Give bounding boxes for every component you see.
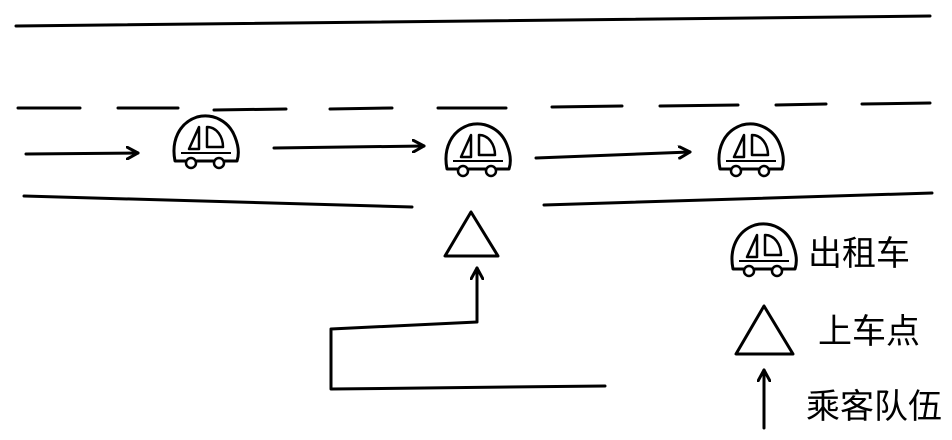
car-icon [730, 222, 798, 278]
triangle-icon [443, 210, 500, 258]
legend-pickup-label: 上车点 [818, 312, 920, 352]
traffic-arrow [534, 152, 692, 160]
legend-taxi: 出租车 [730, 222, 910, 278]
legend-pickup: 上车点 [734, 304, 920, 356]
triangle-icon [734, 304, 795, 356]
traffic-arrow [24, 153, 140, 154]
road-bottom-edge-right [542, 191, 934, 207]
car-icon [172, 114, 240, 170]
legend-queue-label: 乘客队伍 [806, 387, 942, 427]
car-icon [717, 122, 785, 178]
car-icon [444, 122, 512, 178]
traffic-arrow [272, 146, 426, 148]
road-top-edge [14, 14, 932, 28]
legend-queue: 乘客队伍 [764, 368, 942, 430]
lane-divider [16, 101, 932, 112]
queue-path [329, 266, 607, 391]
legend-taxi-label: 出租车 [808, 234, 910, 274]
road-bottom-edge-left [22, 194, 414, 209]
